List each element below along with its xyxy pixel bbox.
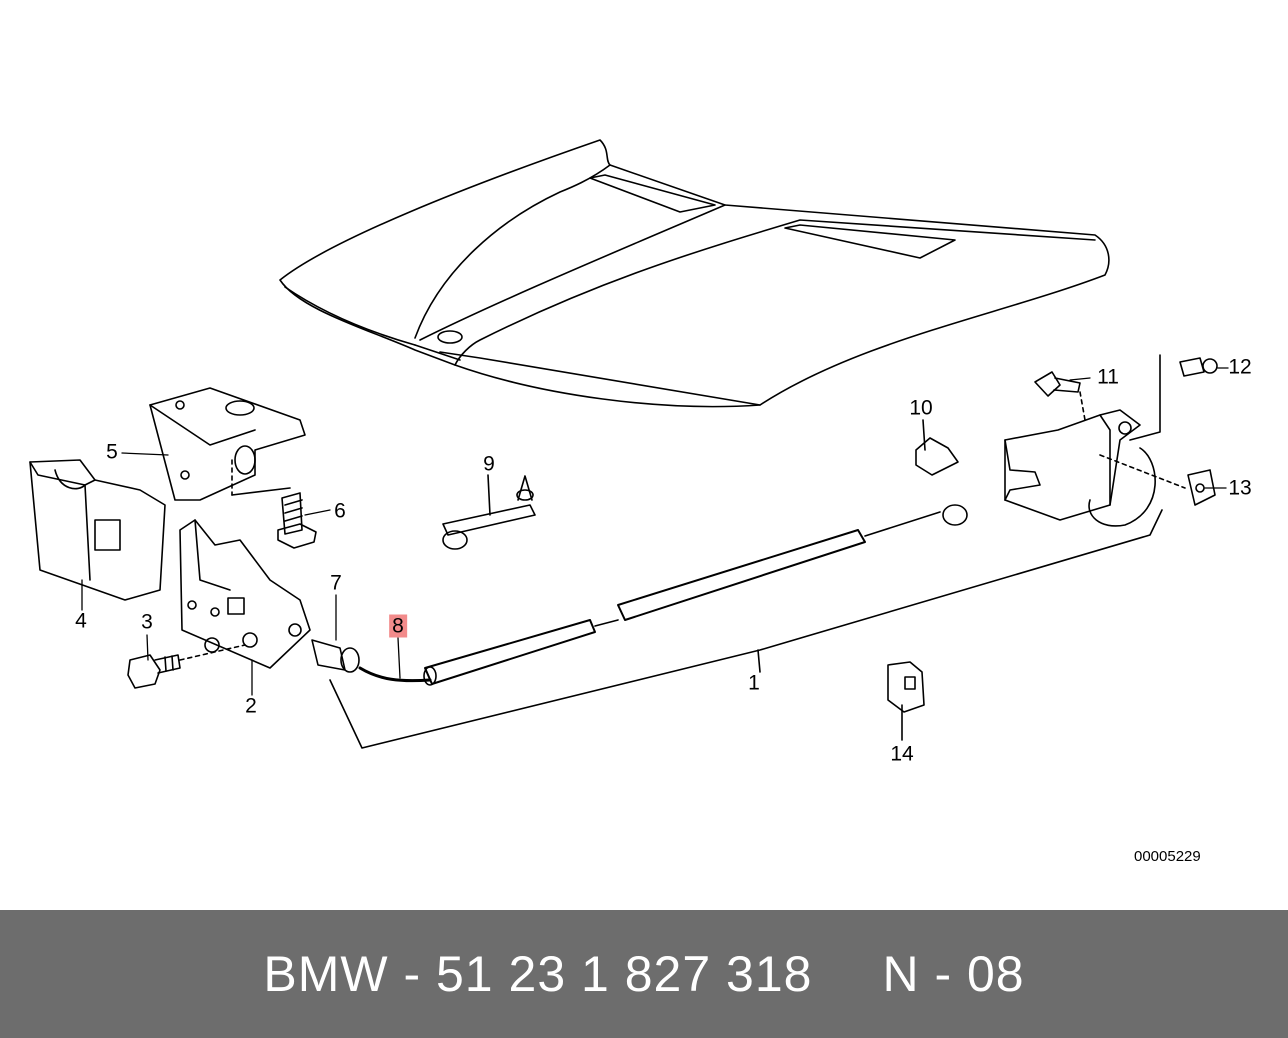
label-4: 4 xyxy=(75,609,87,633)
label-10: 10 xyxy=(909,396,933,420)
label-1: 1 xyxy=(748,671,760,695)
diagram-code: N - 08 xyxy=(882,946,1025,1002)
bowden-cable-part-1 xyxy=(329,504,1163,749)
label-11: 11 xyxy=(1097,365,1119,389)
rod-part-9 xyxy=(442,474,536,550)
parts-diagram: 1 2 3 4 5 6 7 8 9 10 11 12 13 14 0000522… xyxy=(29,139,1252,865)
cable-part-8 xyxy=(358,666,432,683)
leader-lines xyxy=(81,367,1229,696)
label-9: 9 xyxy=(483,452,495,476)
bolt-part-3 xyxy=(127,644,246,689)
bolt-part-6 xyxy=(277,492,317,549)
pin-part-12 xyxy=(1129,354,1218,441)
hinge-bracket xyxy=(1004,409,1186,527)
label-13: 13 xyxy=(1228,476,1252,500)
screw-part-11 xyxy=(1034,371,1086,421)
sleeve-part-7 xyxy=(311,639,360,673)
label-14: 14 xyxy=(890,742,914,766)
hood-drawing xyxy=(279,139,1110,408)
label-12: 12 xyxy=(1228,355,1252,379)
label-2: 2 xyxy=(245,694,257,718)
label-7: 7 xyxy=(330,571,342,595)
cover-part-4 xyxy=(29,459,166,601)
clip-part-14 xyxy=(887,661,925,741)
clip-part-10 xyxy=(915,419,959,476)
label-3: 3 xyxy=(141,610,153,634)
bracket-part-5 xyxy=(149,387,306,501)
label-6: 6 xyxy=(334,499,346,523)
label-5: 5 xyxy=(106,440,118,464)
part-number: BMW - 51 23 1 827 318 xyxy=(263,946,813,1002)
label-8-highlighted: 8 xyxy=(389,614,407,638)
part-number-footer: BMW - 51 23 1 827 318 N - 08 xyxy=(0,910,1288,1038)
diagram-drawing xyxy=(29,139,1229,749)
nut-clip-part-13 xyxy=(1187,469,1216,506)
diagram-number: 00005229 xyxy=(1134,848,1201,865)
